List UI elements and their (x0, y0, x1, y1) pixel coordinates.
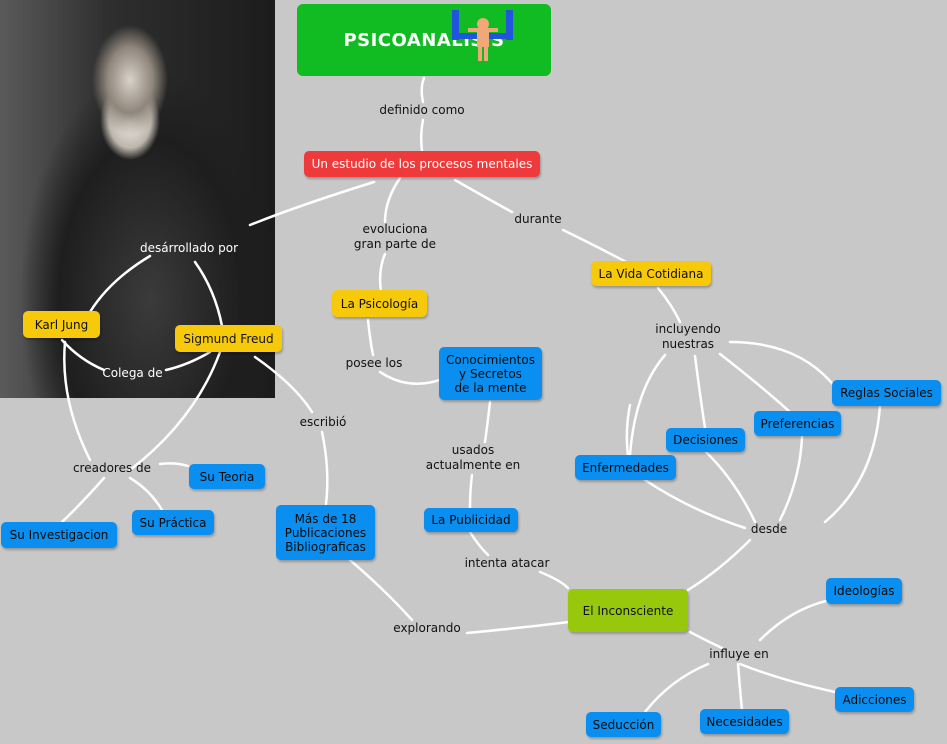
link-label-posee: posee los (345, 356, 403, 370)
node-karl-jung[interactable]: Karl Jung (23, 311, 100, 338)
link-label-incluyendo: incluyendo nuestras (655, 322, 721, 351)
node-decisiones[interactable]: Decisiones (666, 428, 745, 452)
link-label-evoluciona: evoluciona gran parte de (353, 222, 437, 251)
node-ideologias[interactable]: Ideologías (826, 578, 902, 604)
node-adicciones[interactable]: Adicciones (835, 687, 914, 712)
node-su-practica[interactable]: Su Práctica (132, 510, 214, 535)
node-su-investigacion[interactable]: Su Investigacion (1, 522, 117, 548)
node-conocimientos[interactable]: Conocimientos y Secretos de la mente (439, 347, 542, 400)
node-estudio-procesos[interactable]: Un estudio de los procesos mentales (304, 151, 540, 177)
node-enfermedades[interactable]: Enfermedades (575, 455, 676, 480)
link-label-definido: definido como (379, 103, 465, 117)
node-sigmund-freud[interactable]: Sigmund Freud (175, 325, 282, 352)
node-preferencias[interactable]: Preferencias (754, 411, 841, 436)
link-label-usados: usados actualmente en (425, 443, 521, 472)
link-label-intenta: intenta atacar (464, 556, 550, 570)
node-vida-cotidiana[interactable]: La Vida Cotidiana (591, 261, 711, 286)
node-psicologia[interactable]: La Psicología (332, 290, 427, 317)
link-label-explorando: explorando (393, 621, 461, 635)
link-label-influye: influye en (709, 647, 769, 661)
link-label-colega: Colega de (102, 366, 163, 380)
node-publicaciones[interactable]: Más de 18 Publicaciones Bibliograficas (276, 505, 375, 560)
node-reglas-sociales[interactable]: Reglas Sociales (832, 380, 941, 406)
node-inconsciente[interactable]: El Inconsciente (568, 589, 688, 632)
link-label-durante: durante (514, 212, 562, 226)
node-necesidades[interactable]: Necesidades (700, 709, 789, 734)
node-publicidad[interactable]: La Publicidad (424, 508, 518, 532)
link-label-escribio: escribió (299, 415, 347, 429)
node-su-teoria[interactable]: Su Teoria (189, 464, 265, 489)
link-label-creadores: creadores de (72, 461, 152, 475)
node-seduccion[interactable]: Seducción (586, 712, 661, 737)
person-lifting-icon (452, 10, 513, 61)
link-label-desde: desde (750, 522, 788, 536)
link-label-desarrollado: desárrollado por (139, 241, 239, 255)
